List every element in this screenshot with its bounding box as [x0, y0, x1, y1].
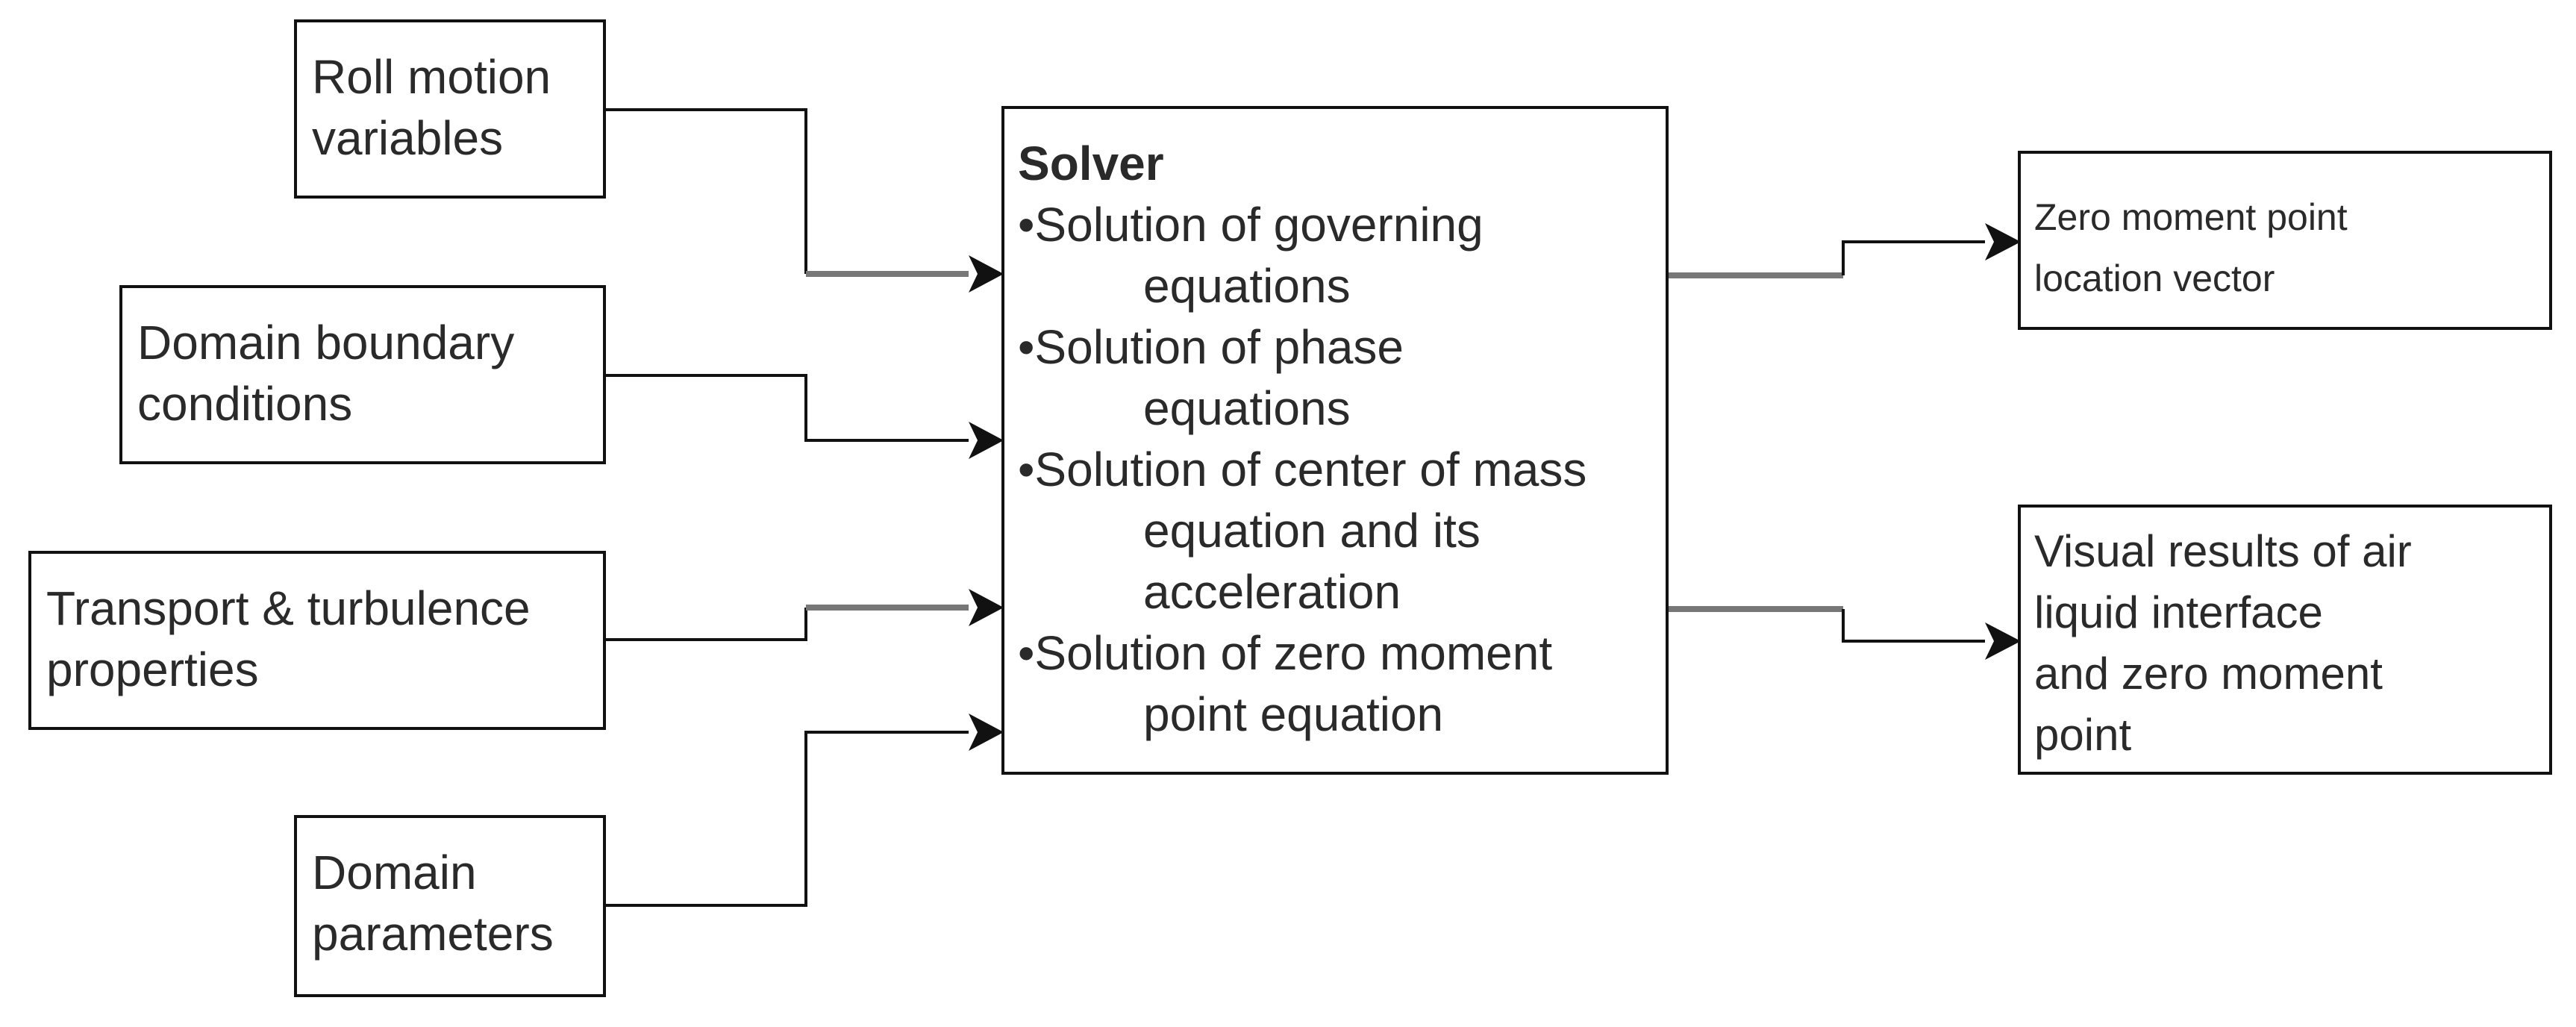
solver-bullet-zero-moment: •Solution of zero moment — [1018, 626, 1553, 680]
solver-bullet-governing: •Solution of governing — [1018, 198, 1484, 252]
output-text-line: location vector — [2034, 257, 2275, 299]
input-box-domain-boundary: Domain boundary conditions — [119, 285, 606, 464]
solver-bullet-phase-cont: equations — [1143, 381, 1351, 435]
output-box-visual-results: Visual results of air liquid interface a… — [2018, 505, 2552, 775]
output-text-line: Visual results of air — [2034, 526, 2412, 576]
input-label-domain-parameters: Domain parameters — [312, 842, 554, 964]
input-text-line: parameters — [312, 907, 554, 961]
solver-bullet-center-of-mass-cont: acceleration — [1143, 565, 1401, 619]
input-label-transport: Transport & turbulence properties — [46, 578, 531, 700]
solver-title: Solver — [1018, 137, 1164, 190]
input-label-domain-boundary: Domain boundary conditions — [137, 312, 514, 434]
output-text-line: Zero moment point — [2034, 196, 2348, 238]
arrowhead-output-zmp — [1985, 223, 2021, 260]
arrowhead-domain-boundary — [969, 422, 1004, 459]
connector-output-zmp — [1669, 223, 2021, 278]
arrowhead-transport — [969, 589, 1004, 626]
connector-domain-parameters — [606, 714, 1004, 907]
solver-bullet-zero-moment-cont: point equation — [1143, 687, 1444, 741]
output-text-line: point — [2034, 710, 2132, 760]
input-text-line: properties — [46, 643, 259, 696]
output-label-visual-results: Visual results of air liquid interface a… — [2034, 521, 2412, 766]
arrowhead-domain-parameters — [969, 714, 1004, 751]
input-label-roll-motion: Roll motion variables — [312, 46, 551, 169]
input-text-line: Roll motion — [312, 50, 551, 104]
output-label-zmp-location: Zero moment point location vector — [2034, 187, 2348, 309]
input-text-line: Transport & turbulence — [46, 581, 531, 635]
output-text-line: liquid interface — [2034, 587, 2323, 637]
output-text-line: and zero moment — [2034, 649, 2383, 699]
input-box-domain-parameters: Domain parameters — [294, 815, 606, 997]
arrowhead-output-visual — [1985, 622, 2021, 660]
input-box-roll-motion: Roll motion variables — [294, 19, 606, 199]
input-text-line: conditions — [137, 377, 353, 431]
solver-bullet-center-of-mass-cont: equation and its — [1143, 504, 1481, 558]
input-text-line: Domain — [312, 846, 477, 899]
input-text-line: variables — [312, 111, 504, 165]
solver-bullet-governing-cont: equations — [1143, 259, 1351, 313]
input-text-line: Domain boundary — [137, 316, 515, 369]
input-box-transport: Transport & turbulence properties — [28, 551, 606, 730]
solver-box: Solver •Solution of governing equations … — [1001, 106, 1669, 775]
arrowhead-roll-motion — [969, 255, 1004, 293]
solver-bullet-phase: •Solution of phase — [1018, 320, 1404, 374]
connector-roll-motion — [606, 108, 1004, 293]
solver-content: Solver •Solution of governing equations … — [1018, 133, 1586, 745]
solver-bullet-center-of-mass: •Solution of center of mass — [1018, 443, 1587, 496]
connector-output-visual — [1669, 606, 2021, 660]
output-box-zmp-location: Zero moment point location vector — [2018, 151, 2552, 330]
connector-domain-boundary — [606, 374, 1004, 459]
connector-transport — [606, 589, 1004, 641]
